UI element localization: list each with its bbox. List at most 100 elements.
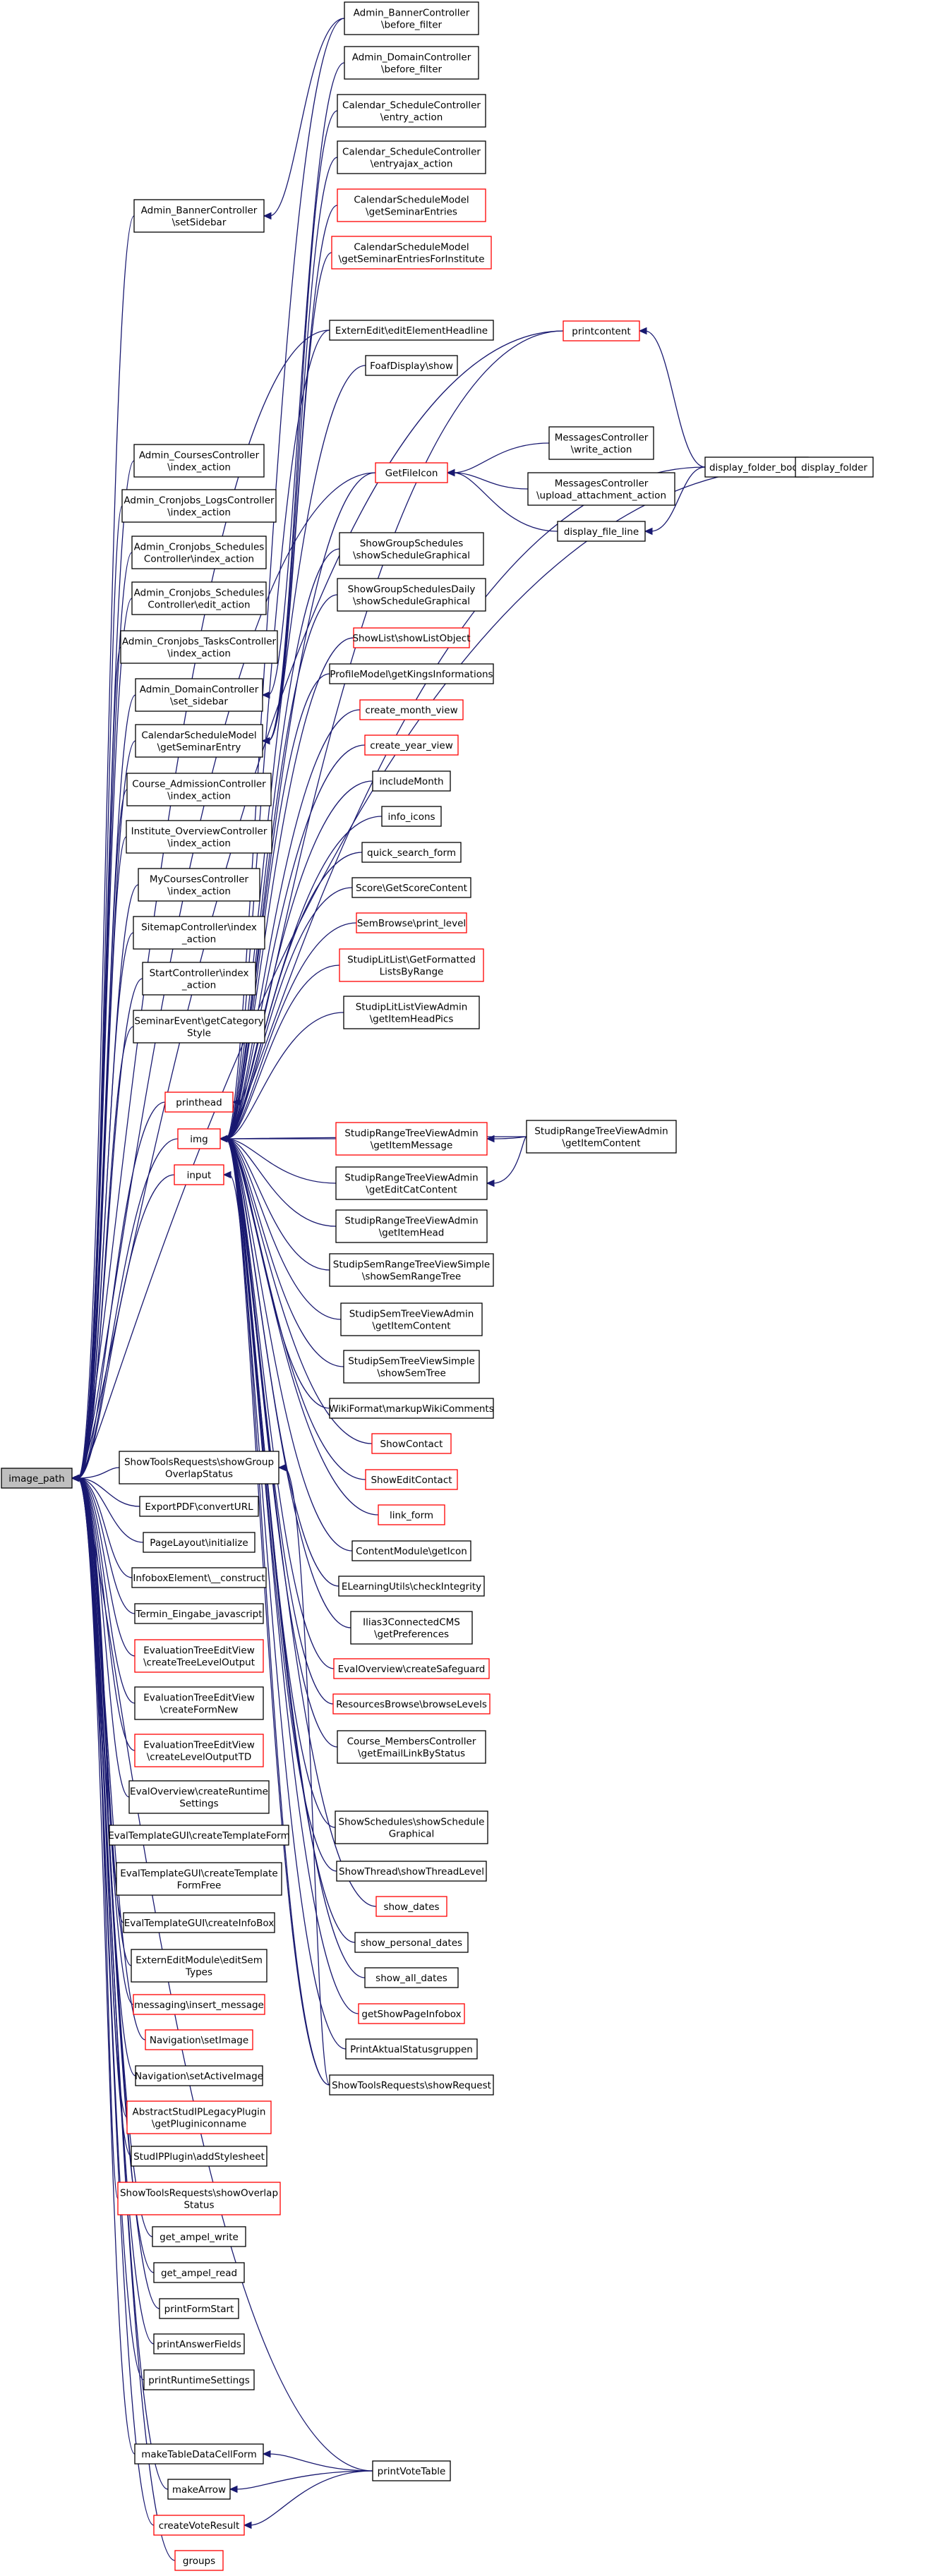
node-includemonth[interactable]: includeMonth — [372, 770, 451, 792]
node-exportpdf-converturl[interactable]: ExportPDF\convertURL — [139, 1496, 259, 1517]
node-studiprangetreeviewadmin-geteditcatcontent[interactable]: StudipRangeTreeViewAdmin\getEditCatConte… — [335, 1166, 488, 1200]
node-printvotetable[interactable]: printVoteTable — [372, 2460, 451, 2481]
node-navigation-setimage[interactable]: Navigation\setImage — [145, 2029, 253, 2050]
node-resourcesbrowse-browselevels[interactable]: ResourcesBrowse\browseLevels — [332, 1693, 491, 1715]
node-getfileicon[interactable]: GetFileIcon — [375, 462, 448, 483]
node-calendarschedulemodel-getseminarentriesforinstitute[interactable]: CalendarScheduleModel\getSeminarEntriesF… — [331, 236, 492, 270]
node-evaluationtreeeditview-createformnew[interactable]: EvaluationTreeEditView\createFormNew — [134, 1686, 264, 1720]
node-messagescontroller-write-action[interactable]: MessagesController\write_action — [548, 426, 654, 460]
node-getshowpageinfobox[interactable]: getShowPageInfobox — [358, 2003, 465, 2024]
node-groups[interactable]: groups — [174, 2550, 224, 2571]
node-showlist-showlistobject[interactable]: ShowList\showListObject — [352, 627, 471, 648]
node-externedit-editelementheadline[interactable]: ExternEdit\editElementHeadline — [329, 320, 494, 341]
node-printruntimesettings[interactable]: printRuntimeSettings — [143, 2369, 255, 2390]
node-course-memberscontroller-getemaillinkbystatus[interactable]: Course_MembersController\getEmailLinkByS… — [337, 1730, 486, 1764]
node-messaging-insert-message[interactable]: messaging\insert_message — [133, 1994, 265, 2015]
node-printcontent[interactable]: printcontent — [563, 320, 640, 341]
node-get-ampel-read[interactable]: get_ampel_read — [153, 2262, 245, 2283]
node-calendarschedulemodel-getseminarentries[interactable]: CalendarScheduleModel\getSeminarEntries — [337, 188, 486, 222]
node-input[interactable]: input — [174, 1164, 224, 1185]
node-admin-cronjobs-logscontroller-index-action[interactable]: Admin_Cronjobs_LogsController\index_acti… — [121, 489, 277, 523]
node-termin-eingabe-javascript[interactable]: Termin_Eingabe_javascript — [134, 1603, 264, 1624]
node-get-ampel-write[interactable]: get_ampel_write — [152, 2226, 246, 2247]
node-mycoursescontroller-index-action[interactable]: MyCoursesController\index_action — [138, 868, 260, 902]
node-admin-domaincontroller-before-filter[interactable]: Admin_DomainController\before_filter — [344, 46, 479, 80]
node-evaluationtreeeditview-createtreeleveloutput[interactable]: EvaluationTreeEditView\createTreeLevelOu… — [134, 1639, 264, 1673]
node-studiprangetreeviewadmin-getitemcontent[interactable]: StudipRangeTreeViewAdmin\getItemContent — [526, 1120, 677, 1154]
node-image-path[interactable]: image_path — [1, 1468, 73, 1489]
node-wikiformat-markupwikicomments[interactable]: WikiFormat\markupWikiComments — [329, 1398, 494, 1419]
node-profilemodel-getkingsinformations[interactable]: ProfileModel\getKingsInformations — [329, 663, 494, 684]
node-score-getscorecontent[interactable]: Score\GetScoreContent — [351, 877, 471, 898]
node-studiprangetreeviewadmin-getitemhead[interactable]: StudipRangeTreeViewAdmin\getItemHead — [335, 1209, 488, 1243]
node-sembrowse-print-level[interactable]: SemBrowse\print_level — [356, 912, 467, 933]
node-admin-cronjobs-schedules-controller-edit-action[interactable]: Admin_Cronjobs_SchedulesController\edit_… — [131, 581, 267, 615]
node-admin-bannercontroller-before-filter[interactable]: Admin_BannerController\before_filter — [344, 1, 479, 35]
node-evaltemplategui-createinfobox[interactable]: EvalTemplateGUI\createInfoBox — [123, 1912, 275, 1933]
node-showeditcontact[interactable]: ShowEditContact — [365, 1469, 458, 1490]
node-course-admissioncontroller-index-action[interactable]: Course_AdmissionController\index_action — [126, 773, 272, 806]
node-display-folder-body[interactable]: display_folder_body — [704, 456, 809, 478]
node-navigation-setactiveimage[interactable]: Navigation\setActiveImage — [135, 2065, 263, 2086]
node-infoboxelement-construct[interactable]: InfoboxElement\__construct — [131, 1567, 267, 1588]
node-link-form[interactable]: link_form — [378, 1504, 445, 1525]
node-printaktualstatusgruppen[interactable]: PrintAktualStatusgruppen — [345, 2038, 478, 2060]
node-quick-search-form[interactable]: quick_search_form — [361, 842, 462, 863]
node-studipsemtreeviewadmin-getitemcontent[interactable]: StudipSemTreeViewAdmin\getItemContent — [340, 1302, 483, 1336]
node-sitemapcontroller-index-action[interactable]: SitemapController\index_action — [133, 916, 265, 950]
node-evaltemplategui-createtemplateform[interactable]: EvalTemplateGUI\createTemplateForm — [108, 1825, 290, 1846]
node-studipsemtreeviewsimple-showsemtree[interactable]: StudipSemTreeViewSimple\showSemTree — [343, 1350, 480, 1384]
node-studiprangetreeviewadmin-getitemmessage[interactable]: StudipRangeTreeViewAdmin\getItemMessage — [335, 1122, 488, 1156]
node-abstractstudiplegacyplugin-getpluginiconname[interactable]: AbstractStudIPLegacyPlugin\getPluginicon… — [126, 2100, 272, 2134]
node-img[interactable]: img — [177, 1128, 221, 1149]
node-showschedules-showschedule-graphical[interactable]: ShowSchedules\showScheduleGraphical — [335, 1810, 488, 1844]
node-printanswerfields[interactable]: printAnswerFields — [153, 2333, 245, 2354]
node-startcontroller-index-action[interactable]: StartController\index_action — [142, 962, 256, 996]
node-show-personal-dates[interactable]: show_personal_dates — [354, 1932, 469, 1953]
node-calendar-schedulecontroller-entry-action[interactable]: Calendar_ScheduleController\entry_action — [337, 94, 486, 128]
node-foafdisplay-show[interactable]: FoafDisplay\show — [365, 355, 458, 376]
node-admin-domaincontroller-set-sidebar[interactable]: Admin_DomainController\set_sidebar — [135, 678, 263, 712]
node-maketabledatacellform[interactable]: makeTableDataCellForm — [134, 2443, 264, 2465]
node-display-folder[interactable]: display_folder — [795, 456, 874, 478]
node-showcontact[interactable]: ShowContact — [371, 1433, 452, 1454]
node-admin-cronjobs-taskscontroller-index-action[interactable]: Admin_Cronjobs_TasksController\index_act… — [120, 630, 278, 664]
node-calendarschedulemodel-getseminarentry[interactable]: CalendarScheduleModel\getSeminarEntry — [135, 724, 263, 758]
node-create-month-view[interactable]: create_month_view — [359, 699, 464, 720]
node-show-dates[interactable]: show_dates — [375, 1896, 447, 1917]
node-studipplugin-addstylesheet[interactable]: StudIPPlugin\addStylesheet — [131, 2146, 267, 2167]
node-calendar-schedulecontroller-entryajax-action[interactable]: Calendar_ScheduleController\entryajax_ac… — [337, 140, 486, 174]
node-messagescontroller-upload-attachment-action[interactable]: MessagesController\upload_attachment_act… — [527, 472, 675, 506]
node-showtoolsrequests-showrequest[interactable]: ShowToolsRequests\showRequest — [329, 2074, 494, 2096]
node-create-year-view[interactable]: create_year_view — [364, 734, 459, 756]
node-showgroupschedulesdaily-showschedulegraphical[interactable]: ShowGroupSchedulesDaily\showScheduleGrap… — [337, 578, 486, 612]
node-admin-cronjobs-schedules-controller-index-action[interactable]: Admin_Cronjobs_SchedulesController\index… — [131, 536, 267, 569]
node-printhead[interactable]: printhead — [164, 1092, 234, 1113]
node-evaloverview-createsafeguard[interactable]: EvalOverview\createSafeguard — [333, 1658, 490, 1679]
node-contentmodule-geticon[interactable]: ContentModule\getIcon — [351, 1540, 471, 1561]
node-show-all-dates[interactable]: show_all_dates — [364, 1967, 459, 1988]
node-admin-bannercontroller-setsidebar[interactable]: Admin_BannerController\setSidebar — [133, 199, 265, 233]
node-evaluationtreeeditview-createleveloutputtd[interactable]: EvaluationTreeEditView\createLevelOutput… — [134, 1734, 264, 1767]
node-pagelayout-initialize[interactable]: PageLayout\initialize — [143, 1532, 255, 1553]
node-createvoteresult[interactable]: createVoteResult — [153, 2515, 245, 2536]
node-info-icons[interactable]: info_icons — [381, 806, 442, 827]
node-makearrow[interactable]: makeArrow — [167, 2479, 231, 2500]
node-elearningutils-checkintegrity[interactable]: ELearningUtils\checkIntegrity — [338, 1576, 485, 1597]
node-admin-coursescontroller-index-action[interactable]: Admin_CoursesController\index_action — [133, 444, 265, 478]
node-showthread-showthreadlevel[interactable]: ShowThread\showThreadLevel — [336, 1861, 487, 1882]
node-ilias3connectedcms-getpreferences[interactable]: Ilias3ConnectedCMS\getPreferences — [350, 1611, 473, 1645]
node-showgroupschedules-showschedulegraphical[interactable]: ShowGroupSchedules\showScheduleGraphical — [339, 532, 484, 566]
node-display-file-line[interactable]: display_file_line — [557, 521, 646, 542]
node-institute-overviewcontroller-index-action[interactable]: Institute_OverviewController\index_actio… — [126, 820, 272, 854]
node-printformstart[interactable]: printFormStart — [159, 2298, 239, 2319]
node-studipsemrangetreeviewsimple-showsemrangetree[interactable]: StudipSemRangeTreeViewSimple\showSemRang… — [329, 1253, 494, 1287]
node-studiplitlistviewadmin-getitemheadpics[interactable]: StudipLitListViewAdmin\getItemHeadPics — [343, 996, 480, 1029]
